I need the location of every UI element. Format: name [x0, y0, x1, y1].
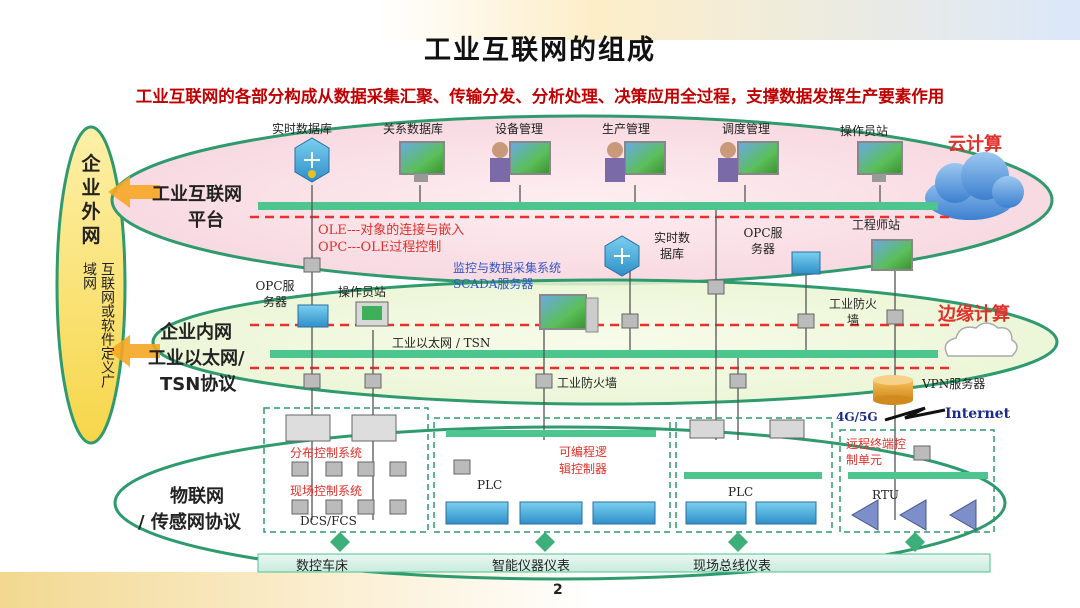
top-device-label: 调度管理 [722, 122, 771, 136]
top-gradient-band [0, 0, 1080, 40]
page-number: 2 [553, 582, 563, 598]
industrial-firewall-label-2: 工业防火墙 [557, 376, 618, 390]
rtu-bus [848, 472, 988, 479]
opc-server-label: OPC服务器 [743, 226, 783, 256]
rtu-full-label: 远程终端控制单元 [846, 437, 907, 467]
industrial-firewall-node-icon [535, 373, 553, 389]
platform-node-icon [707, 279, 725, 295]
ole-node-icon [303, 257, 321, 273]
enterprise-layer-label-2: 工业以太网/ [148, 348, 245, 369]
industrial-firewall-label-1: 工业防火墙 [828, 297, 877, 327]
platform-bus [258, 202, 938, 210]
vpn-server-label: VPN服务器 [922, 377, 986, 391]
bottom-bar-label: 现场总线仪表 [693, 559, 772, 574]
plc-switch-icons [445, 501, 656, 525]
bottom-connector-icons [330, 532, 925, 552]
cloud-computing-label: 云计算 [948, 134, 1002, 155]
slide-subtitle: 工业互联网的各部分构成从数据采集汇聚、传输分发、分析处理、决策应用全过程，支撑数… [135, 87, 945, 106]
scada-node-icon [621, 313, 639, 329]
ole-definition: OLE---对象的连接与嵌入 [318, 223, 465, 238]
rtu-triangle-icons [850, 499, 977, 531]
enterprise-layer-label-3: TSN协议 [160, 374, 237, 395]
equipment-management-operator-icon [490, 141, 551, 182]
enterprise-bus [270, 350, 938, 358]
operator-station-monitor-icon [857, 141, 903, 182]
opc-node-2-icon [303, 373, 321, 389]
field-group-boxes [263, 407, 995, 533]
arrow-enterprise-to-external [108, 335, 160, 367]
edge-computing-cloud-icon [944, 322, 1018, 357]
cloud-computing-icon [925, 152, 1024, 220]
iot-layer-label-1: 物联网 [170, 486, 224, 507]
enterprise-node-icon [729, 373, 747, 389]
opc-server-switch-icon-2 [297, 304, 329, 328]
operator-station-label: 操作员站 [338, 285, 387, 299]
dispatch-management-operator-icon [718, 141, 779, 182]
firewall-node-icon [797, 313, 815, 329]
enterprise-external-network-panel [55, 125, 127, 445]
realtime-db-label: 实时数据库 [653, 231, 690, 261]
plc-label-1: PLC [477, 478, 503, 492]
internet-label: Internet [945, 406, 1011, 422]
bottom-bar-label: 智能仪器仪表 [492, 559, 571, 574]
engineer-node-icon [886, 309, 904, 325]
iot-layer-label-2: / 传感网协议 [138, 512, 241, 533]
edge-computing-label: 边缘计算 [938, 304, 1010, 325]
iot-layer-ellipse [113, 425, 1007, 581]
dcs-rack-icon [285, 414, 397, 442]
dcs-label: 分布控制系统 [290, 446, 363, 460]
operator-station-computer-icon [355, 301, 389, 327]
realtime-database-cube-icon-2 [604, 235, 640, 277]
enterprise-external-network-label: 企业外网 [81, 153, 101, 247]
dcs-node-icons [291, 461, 407, 515]
plc2-switch-icons [685, 501, 817, 525]
plc-label-2: PLC [728, 485, 754, 499]
slide-title: 工业互联网的组成 [424, 35, 656, 66]
plc-full-label: 可编程逻辑控制器 [558, 445, 607, 476]
platform-layer-label-1: 工业互联网 [152, 184, 242, 205]
internet-or-sdwan-label: 互联网或软件定义广域网 [81, 262, 115, 388]
opc-server-label-2: OPC服务器 [255, 279, 295, 309]
enterprise-layer-label-1: 企业内网 [160, 322, 232, 343]
top-device-label: 关系数据库 [383, 122, 444, 136]
relational-database-monitor-icon [399, 141, 445, 182]
bottom-bar-label: 数控车床 [296, 559, 349, 574]
fcs-label: 现场控制系统 [290, 484, 363, 498]
plc-bus-2 [684, 472, 822, 479]
vpn-server-cylinder-icon [873, 375, 913, 405]
rtu-label: RTU [872, 488, 899, 502]
wireless-link-icon [884, 406, 946, 422]
arrow-platform-to-external [108, 176, 160, 208]
rtu-node-icon [913, 445, 931, 461]
plc-bus-1 [446, 430, 656, 437]
scada-label: 监控与数据采集系统SCADA服务器 [453, 261, 562, 291]
opc-definition: OPC---OLE过程控制 [318, 240, 442, 255]
top-device-label: 实时数据库 [272, 122, 333, 136]
bottom-bar [257, 553, 991, 573]
top-device-label: 生产管理 [602, 122, 651, 136]
platform-layer-label-2: 平台 [188, 210, 224, 231]
wireless-4g5g-label: 4G/5G [836, 410, 878, 424]
plc2-computer-icons [689, 419, 805, 439]
realtime-database-cube-icon [294, 137, 330, 183]
opc-server-switch-icon [791, 251, 821, 275]
engineer-station-monitor-icon [871, 239, 913, 271]
top-device-label: 设备管理 [495, 122, 544, 136]
dcs-fcs-label: DCS/FCS [300, 514, 357, 528]
operator-node-2-icon [364, 373, 382, 389]
top-device-label: 操作员站 [840, 124, 889, 138]
scada-server-monitor-icon [539, 294, 599, 333]
engineer-station-label: 工程师站 [852, 218, 901, 232]
plc-node-icon [453, 459, 471, 475]
industrial-ethernet-label: 工业以太网 / TSN [392, 336, 491, 350]
production-management-operator-icon [605, 141, 666, 182]
